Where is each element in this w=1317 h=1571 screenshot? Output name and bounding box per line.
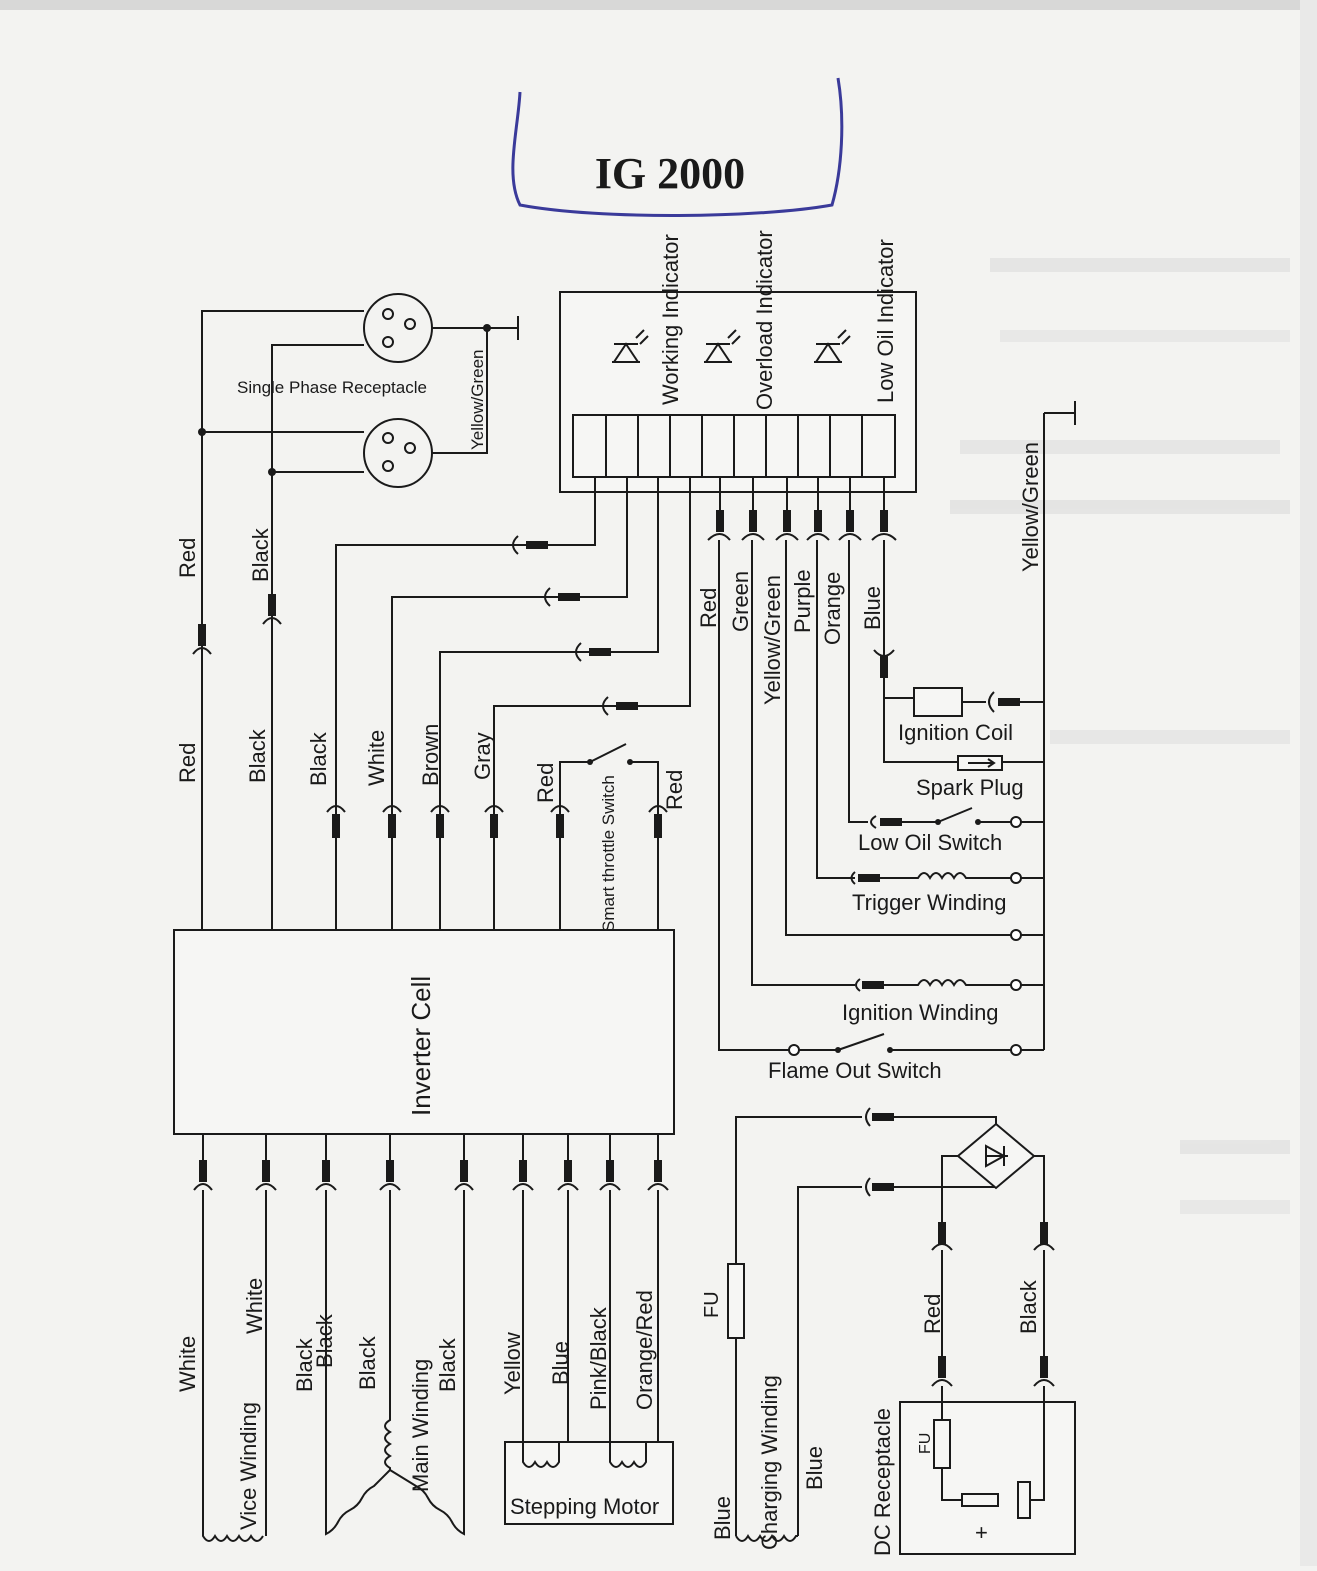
wire-label-left-red: Red <box>175 743 200 783</box>
wire-label-ctrl-purple: Purple <box>790 569 815 633</box>
single-phase-receptacle-label: Single Phase Receptacle <box>237 378 427 397</box>
wire-label-top-black: Black <box>248 527 273 582</box>
overload-indicator-label: Overload Indicator <box>752 230 777 410</box>
wire-label-ctrl-green: Green <box>728 571 753 632</box>
fuse-2-icon <box>933 1419 951 1469</box>
fuse-1-icon <box>727 1263 745 1339</box>
inverter-cell-label: Inverter Cell <box>406 976 436 1116</box>
wire-label-bottom-pink-black: Pink/Black <box>586 1306 611 1410</box>
ignition-coil-icon <box>913 687 963 717</box>
bottom-connectors <box>193 1134 669 1191</box>
wire-label-inv-black: Black <box>306 731 331 786</box>
dc-plus-label: + <box>975 1520 988 1545</box>
wire-label-left-black: Black <box>245 728 270 783</box>
vice-winding-label: Vice Winding <box>236 1402 261 1530</box>
receptacle-outlet-1 <box>363 293 433 363</box>
wire-label-ctrl-yellow-green: Yellow/Green <box>760 575 785 705</box>
wire-label-bottom-black-2: Black <box>312 1313 337 1368</box>
wire-label-inv-gray: Gray <box>470 732 495 780</box>
diagram-title: IG 2000 <box>595 149 745 198</box>
vice-winding-coil <box>202 1190 267 1542</box>
wire-label-inv-brown: Brown <box>418 724 443 786</box>
working-led-icon <box>612 329 649 363</box>
spark-plug-label: Spark Plug <box>916 775 1024 800</box>
wire-label-bottom-black-1: Black <box>292 1337 317 1392</box>
wire-label-throttle-red-2: Red <box>662 770 687 810</box>
low-oil-switch-label: Low Oil Switch <box>858 830 1002 855</box>
wire-label-bottom-blue: Blue <box>548 1341 573 1385</box>
overload-led-icon <box>704 329 741 363</box>
title-group: IG 2000 <box>511 77 844 217</box>
bridge-rectifier-icon <box>956 1122 1036 1190</box>
charging-winding-label: Charging Winding <box>757 1375 782 1550</box>
dc-receptacle-box <box>899 1401 1076 1555</box>
flame-out-switch-label: Flame Out Switch <box>768 1058 942 1083</box>
charging-circuit: FU Blue Blue Charging Winding Red Black … <box>701 1107 1076 1556</box>
single-phase-receptacle: Single Phase Receptacle Yellow/Green <box>237 293 519 488</box>
wire-label-ctrl-red: Red <box>696 588 721 628</box>
stepping-motor-label: Stepping Motor <box>510 1494 659 1519</box>
low-oil-led-icon <box>814 329 851 363</box>
control-to-inverter-wiring: Black White Brown Gray <box>306 477 691 930</box>
working-indicator-label: Working Indicator <box>658 234 683 405</box>
wire-label-dc-red: Red <box>920 1294 945 1334</box>
handwritten-bracket-icon <box>511 77 844 217</box>
wire-label-bottom-orange-red: Orange/Red <box>632 1290 657 1410</box>
wire-label-dc-black: Black <box>1016 1279 1041 1334</box>
wire-label-bottom-black-3: Black <box>355 1335 380 1390</box>
engine-control-wiring: Red Green Yellow/Green Purple Orange Blu… <box>696 401 1076 1083</box>
wire-label-bottom-black-4: Black <box>435 1337 460 1392</box>
wire-label-right-ground: Yellow/Green <box>1018 442 1043 572</box>
wire-label-charge-blue-2: Blue <box>802 1446 827 1490</box>
dc-negative-terminal-icon <box>1017 1481 1031 1519</box>
wire-label-receptacle-ground: Yellow/Green <box>468 350 487 451</box>
fuse-1-label: FU <box>701 1291 723 1318</box>
trigger-winding-label: Trigger Winding <box>852 890 1006 915</box>
receptacle-wiring: Red Black Red Black <box>175 310 364 930</box>
smart-throttle-switch-label: Smart throttle Switch <box>599 775 618 932</box>
wire-label-ctrl-orange: Orange <box>820 572 845 645</box>
wire-label-charge-blue-1: Blue <box>710 1496 735 1540</box>
wire-label-bottom-white-2: White <box>242 1278 267 1334</box>
smart-throttle-switch: Red Red Smart throttle Switch <box>533 743 687 932</box>
control-box: Working Indicator Overload Indicator Low… <box>559 230 917 493</box>
wire-label-inv-white: White <box>364 730 389 786</box>
dc-positive-terminal-icon <box>961 1493 999 1507</box>
wire-label-ctrl-blue: Blue <box>860 586 885 630</box>
dc-receptacle-label: DC Receptacle <box>870 1408 895 1556</box>
ctrl-connectors <box>707 477 897 541</box>
wire-label-throttle-red-1: Red <box>533 763 558 803</box>
ignition-winding-label: Ignition Winding <box>842 1000 999 1025</box>
wire-label-bottom-white-1: White <box>175 1336 200 1392</box>
main-winding-label: Main Winding <box>408 1359 433 1492</box>
low-oil-indicator-label: Low Oil Indicator <box>873 239 898 403</box>
receptacle-outlet-2 <box>363 418 433 488</box>
bottom-wiring: White White Vice Winding Black Black Bla… <box>175 1134 674 1542</box>
fuse-2-label: FU <box>917 1433 934 1454</box>
inverter-cell: Inverter Cell <box>173 929 675 1135</box>
ignition-coil-label: Ignition Coil <box>898 720 1013 745</box>
wire-label-top-red: Red <box>175 538 200 578</box>
wire-label-bottom-yellow: Yellow <box>500 1332 525 1395</box>
